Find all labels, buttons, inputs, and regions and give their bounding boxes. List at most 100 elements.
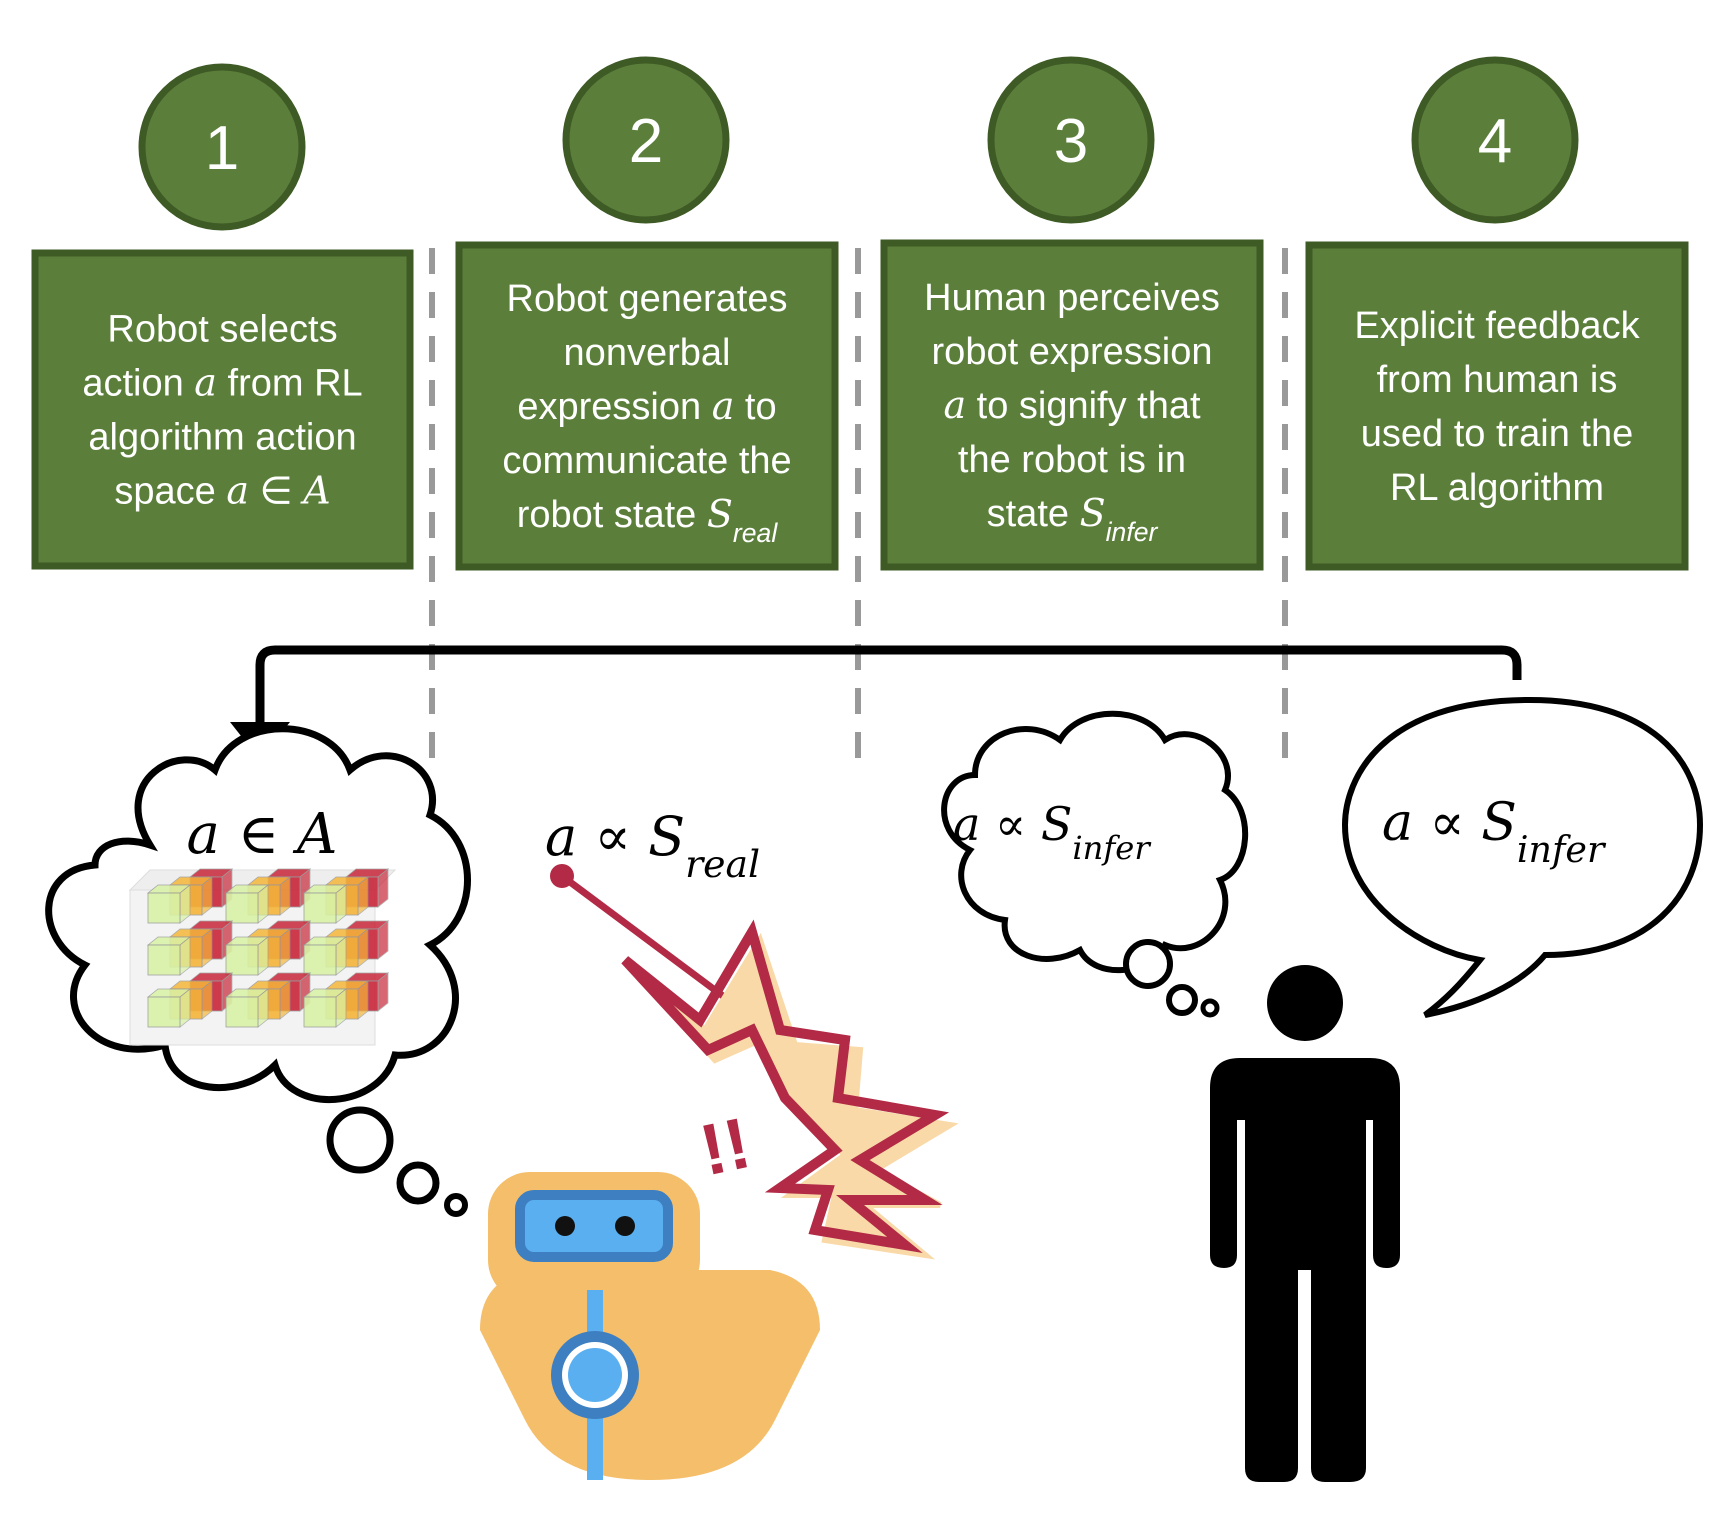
text-run: robot state <box>517 494 707 536</box>
robot-body-shape <box>480 1270 820 1480</box>
text-run: action <box>82 363 194 405</box>
math-symbol: S <box>1041 797 1073 851</box>
robot-right-eye <box>615 1216 635 1236</box>
math-symbol: a <box>953 797 980 851</box>
human-speech-bubble-shape <box>1341 696 1704 1018</box>
text-run: expression <box>517 386 711 428</box>
math-symbol: A <box>292 802 337 867</box>
green-cube <box>146 884 192 924</box>
human-thought-label: a ∝ Sinfer <box>953 797 1151 867</box>
exclamation-icon: !! <box>694 1103 758 1191</box>
text-run: Human perceives <box>924 277 1220 319</box>
step-text-line: action a from RL <box>82 361 362 405</box>
expression-wand <box>559 873 738 1008</box>
step-box <box>880 239 1264 571</box>
text-run: the robot is in <box>958 439 1186 481</box>
expression-burst <box>621 919 959 1260</box>
math-symbol: S <box>707 492 733 536</box>
robot-left-eye <box>555 1216 575 1236</box>
step-text-line: robot state Sreal <box>517 492 779 548</box>
human-figure-icon <box>1210 965 1400 1482</box>
text-run: RL algorithm <box>1390 467 1604 509</box>
step-text-line: from human is <box>1377 359 1618 401</box>
text-run: ∈ <box>220 802 297 867</box>
step-number-badge <box>138 63 306 231</box>
thought-bubble-large <box>326 1106 394 1174</box>
human-thought-cloud-shape <box>941 710 1248 973</box>
green-cube <box>224 936 270 976</box>
robot-thought-label: a ∈ A <box>187 802 338 867</box>
thought-bubble-small <box>1200 998 1220 1018</box>
text-run: algorithm action <box>88 417 356 459</box>
step-text-line: expression a to <box>517 384 776 428</box>
green-cube <box>146 988 192 1028</box>
human-torso <box>1210 1058 1400 1482</box>
text-run: ∈ <box>249 471 303 513</box>
text-run: Robot generates <box>507 278 788 320</box>
math-symbol: a <box>545 805 577 868</box>
step-box <box>455 241 839 571</box>
step-number: 2 <box>629 107 663 176</box>
text-run: from RL <box>217 363 363 405</box>
step-number-badge <box>562 56 730 224</box>
action-space-cube-grid <box>128 868 397 1046</box>
step-text-line: Robot selects <box>107 309 337 351</box>
text-run: Explicit feedback <box>1354 305 1640 347</box>
text-run: from human is <box>1377 359 1618 401</box>
math-symbol: a <box>194 361 217 405</box>
robot-expression-label: a ∝ Sreal <box>545 805 760 886</box>
text-run: robot expression <box>932 331 1213 373</box>
text-run: ∝ <box>980 797 1040 851</box>
exclamation-label: !! <box>694 1103 758 1191</box>
green-cube <box>302 988 348 1028</box>
step-number-badge <box>987 56 1155 224</box>
step-number: 4 <box>1478 107 1512 176</box>
green-cube <box>302 936 348 976</box>
step-text-line: Explicit feedback <box>1354 305 1640 347</box>
step-text-line: space a ∈ A <box>114 469 330 513</box>
text-run: space <box>114 471 226 513</box>
burst-red-outline <box>621 919 950 1254</box>
thought-bubble-small <box>444 1193 468 1217</box>
step-text-line: Human perceives <box>924 277 1220 319</box>
math-symbol: S <box>648 805 685 868</box>
math-symbol: S <box>1481 793 1517 853</box>
thought-bubble-large <box>1123 939 1173 989</box>
math-symbol: a <box>712 384 735 428</box>
expression-wand-tip <box>550 864 574 888</box>
robot-core <box>568 1348 622 1402</box>
robot-icon <box>480 1172 820 1480</box>
feedback-loop-arrow <box>230 645 1522 760</box>
step-text-line: a to signify that <box>943 383 1201 427</box>
human-head <box>1267 965 1343 1041</box>
robot-thought-cloud: a ∈ A <box>45 725 471 1217</box>
text-run: used to train the <box>1361 413 1634 455</box>
text-run: to <box>734 386 776 428</box>
step-text-line: the robot is in <box>958 439 1186 481</box>
math-subscript: real <box>733 518 778 548</box>
step-text-line: state Sinfer <box>987 491 1159 547</box>
math-subscript: infer <box>1106 517 1159 547</box>
math-symbol: a <box>1382 793 1413 853</box>
text-run: to signify that <box>966 385 1201 427</box>
green-cube <box>224 884 270 924</box>
step-text-line: nonverbal <box>564 332 731 374</box>
math-symbol: a <box>943 383 966 427</box>
step-number: 1 <box>205 114 239 183</box>
green-cube <box>146 936 192 976</box>
thought-bubble-medium <box>396 1161 440 1205</box>
text-run: state <box>987 493 1080 535</box>
step-text-line: RL algorithm <box>1390 467 1604 509</box>
text-run: communicate the <box>502 440 791 482</box>
text-run: ∝ <box>577 805 648 868</box>
feedback-loop-line <box>255 645 1522 725</box>
math-symbol: a <box>226 469 249 513</box>
human-speech-label: a ∝ Sinfer <box>1382 793 1607 871</box>
step-number-badge <box>1411 56 1579 224</box>
thought-bubble-medium <box>1166 984 1198 1016</box>
